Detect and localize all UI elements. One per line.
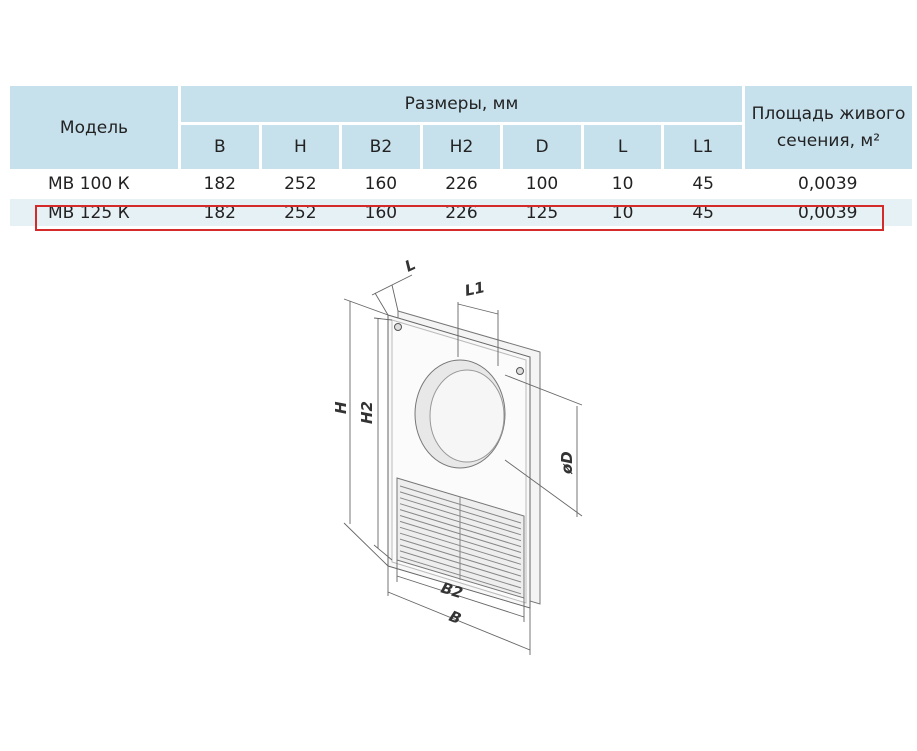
- value-cell: 100: [501, 169, 583, 199]
- louvre-slat: [399, 532, 522, 571]
- value-cell: 160: [340, 169, 422, 199]
- column-header-b: B: [179, 121, 261, 169]
- louvre-slat: [399, 544, 522, 583]
- model-cell: МВ 100 К: [10, 169, 180, 199]
- value-cell: 10: [582, 169, 663, 199]
- value-cell: 45: [662, 199, 744, 226]
- louvre-slat: [399, 526, 522, 565]
- table-row: МВ 125 К 182 252 160 226 125 10 45 0,003…: [10, 199, 912, 226]
- column-header-l1: L1: [661, 121, 744, 169]
- column-header-b2: B2: [339, 121, 422, 169]
- louvre-slat: [399, 491, 522, 530]
- dimension-label-h: H: [332, 401, 350, 414]
- dimensions-group-header: Размеры, мм: [404, 93, 519, 114]
- area-cell: 0,0039: [743, 169, 912, 199]
- dimension-label-d: øD: [558, 451, 576, 475]
- louvre-slat: [399, 550, 522, 589]
- area-header-line2: сечения, м²: [776, 130, 881, 151]
- column-header-h2: H2: [419, 121, 502, 169]
- louvre-slat: [399, 515, 522, 553]
- dimension-label-h2: H2: [358, 401, 376, 424]
- dimension-label-b2: B2: [439, 579, 465, 603]
- louvre-slat: [399, 503, 522, 542]
- dimension-label-l: L: [402, 255, 418, 275]
- louvre-slat: [399, 497, 522, 536]
- highlighted-row-outline: [35, 205, 884, 231]
- table-row: МВ 100 К 182 252 160 226 100 10 45 0,003…: [10, 169, 912, 199]
- value-cell: 125: [501, 199, 583, 226]
- value-cell: 252: [260, 169, 341, 199]
- model-cell: МВ 125 К: [10, 199, 180, 226]
- louvre-slat: [399, 509, 522, 548]
- louvre-slat: [399, 538, 522, 577]
- value-cell: 252: [260, 199, 341, 226]
- value-cell: 45: [662, 169, 744, 199]
- value-cell: 10: [582, 199, 663, 226]
- column-header-d: D: [500, 121, 583, 169]
- area-header-line1: Площадь живого: [751, 103, 906, 124]
- value-cell: 182: [179, 169, 261, 199]
- value-cell: 160: [340, 199, 422, 226]
- louvre-slat: [399, 520, 522, 559]
- louvre-slat: [399, 485, 522, 524]
- column-header-h: H: [258, 121, 341, 169]
- area-cell: 0,0039: [743, 199, 912, 226]
- area-column-header: Площадь живого сечения, м²: [742, 86, 912, 169]
- value-cell: 226: [421, 199, 502, 226]
- value-cell: 226: [421, 169, 502, 199]
- model-column-header: Модель: [10, 86, 181, 169]
- dimension-label-b: B: [447, 607, 464, 628]
- specifications-table: Модель Размеры, мм Площадь живого сечени…: [10, 86, 912, 226]
- value-cell: 182: [179, 199, 261, 226]
- louvre-slat: [399, 556, 522, 595]
- column-header-l: L: [580, 121, 663, 169]
- dimension-label-l1: L1: [463, 278, 486, 300]
